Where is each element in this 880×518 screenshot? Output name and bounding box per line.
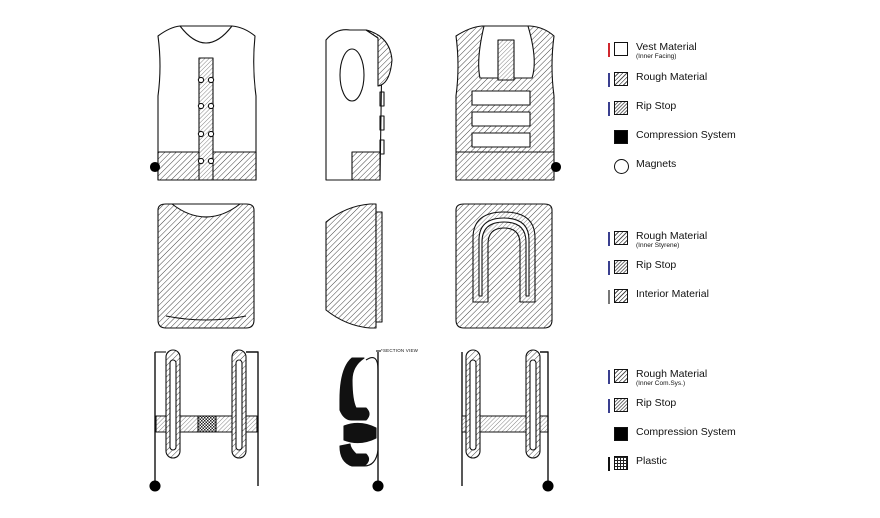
legend-swatch-rough-material — [614, 72, 628, 86]
legend-swatch-rip-stop — [614, 398, 628, 412]
legend-item: Compression System — [608, 129, 808, 151]
legend-swatch-vest-material — [614, 42, 628, 56]
pad-side-view — [325, 203, 383, 329]
legend-swatch-interior-material — [614, 289, 628, 303]
legend-color-bar — [608, 399, 610, 413]
pad-front-view — [157, 203, 255, 329]
legend-item: Interior Material — [608, 288, 808, 310]
compression-section-view — [339, 350, 384, 492]
legend-color-bar — [608, 261, 610, 275]
legend-label: Rough Material — [636, 368, 708, 380]
legend-label: Compression System — [636, 129, 736, 141]
legend-item: Rough Material (Inner Com.Sys.) — [608, 368, 808, 390]
legend-sublabel: (Inner Com.Sys.) — [636, 380, 686, 387]
legend-item: Rough Material (Inner Styrene) — [608, 230, 808, 252]
compression-back-view — [461, 349, 554, 492]
legend-swatch-rip-stop — [614, 101, 628, 115]
legend-label: Interior Material — [636, 288, 709, 300]
legend-color-bar — [608, 43, 610, 57]
vest-side-view — [325, 29, 393, 181]
legend-sublabel: (Inner Facing) — [636, 53, 677, 60]
legend-item: Compression System — [608, 426, 808, 448]
legend-item: Plastic — [608, 455, 808, 477]
legend-item: Rip Stop — [608, 259, 808, 281]
legend-label: Plastic — [636, 455, 667, 467]
pad-back-view — [455, 203, 553, 329]
vest-back-view — [455, 25, 562, 181]
legend-swatch-rip-stop — [614, 260, 628, 274]
legend-label: Compression System — [636, 426, 736, 438]
legend-label: Rough Material — [636, 230, 708, 242]
legend-swatch-plastic — [614, 456, 628, 470]
legend-swatch-magnets — [614, 159, 629, 174]
compression-front-view — [149, 349, 259, 492]
legend-swatch-rough-material — [614, 369, 628, 383]
legend-swatch-compression-system — [614, 427, 628, 441]
legend-color-bar — [608, 457, 610, 471]
legend-swatch-rough-material — [614, 231, 628, 245]
legend-color-bar — [608, 232, 610, 246]
legend-color-bar — [608, 370, 610, 384]
legend-label: Rip Stop — [636, 259, 677, 271]
section-view-note: *SECTION VIEW — [381, 348, 419, 353]
legend-item: Rip Stop — [608, 100, 808, 122]
legend-item: Rough Material — [608, 71, 808, 93]
legend-label: Rip Stop — [636, 100, 677, 112]
legend-color-bar — [608, 290, 610, 304]
vest-front-view — [149, 25, 257, 181]
legend-item: Rip Stop — [608, 397, 808, 419]
legend-item: Vest Material (Inner Facing) — [608, 41, 808, 63]
legend-sublabel: (Inner Styrene) — [636, 242, 680, 249]
legend-color-bar — [608, 73, 610, 87]
legend-item: Magnets — [608, 158, 808, 180]
legend-label: Rip Stop — [636, 397, 677, 409]
legend-label: Magnets — [636, 158, 677, 170]
legend-swatch-compression-system — [614, 130, 628, 144]
legend-label: Rough Material — [636, 71, 708, 83]
legend-color-bar — [608, 102, 610, 116]
legend-label: Vest Material — [636, 41, 697, 53]
